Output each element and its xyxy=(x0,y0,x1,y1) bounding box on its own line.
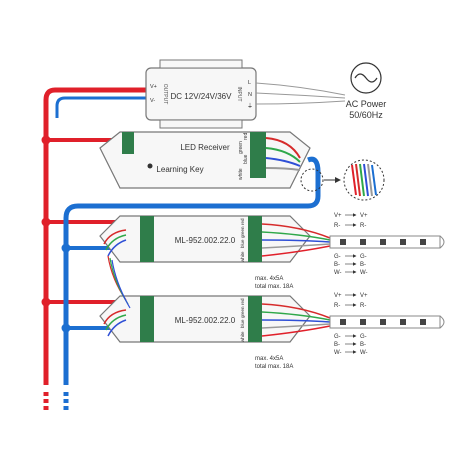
ac-power-source: AC Power 50/60Hz xyxy=(346,62,387,120)
ps-pin-n: N xyxy=(248,92,252,98)
controller-1: ML-952.002.22.0 white blue green red max… xyxy=(99,215,331,290)
cable-detail xyxy=(300,159,385,201)
ac-input-cable xyxy=(255,82,346,105)
receiver-terminal-label: green xyxy=(238,141,244,154)
output-label: W- xyxy=(360,270,368,276)
output-label: V+ xyxy=(334,213,342,219)
ps-input-label: INPUT xyxy=(236,87,242,102)
controller-spec2: total max. 18A xyxy=(255,284,293,290)
receiver-title: LED Receiver xyxy=(180,143,230,152)
output-label: B- xyxy=(360,342,366,348)
ps-pin-l: L xyxy=(248,80,251,86)
output-label: G- xyxy=(334,334,341,340)
power-supply: DC 12V/24V/36V V+ V- OUTPUT INPUT L N ⏚ xyxy=(145,59,257,129)
controller-terminal-label: blue xyxy=(240,239,245,248)
output-label: W- xyxy=(334,350,342,356)
controller-terminal-label: blue xyxy=(240,319,245,328)
controller-terminal-label: green xyxy=(240,306,245,318)
output-label: R- xyxy=(360,303,366,309)
output-label: G- xyxy=(360,334,367,340)
output-label: R- xyxy=(334,303,340,309)
controller-terminal-label: green xyxy=(240,226,245,238)
output-label: V+ xyxy=(360,213,368,219)
controller-terminal-label: white xyxy=(240,251,245,262)
controller-spec1: max. 4x5A xyxy=(255,276,283,282)
ac-power-line2: 50/60Hz xyxy=(349,110,383,120)
output-label: V+ xyxy=(360,293,368,299)
controller-terminal-label: red xyxy=(240,218,245,225)
output-labels-2: V+ V+ R- R- G- G- B- B- W- W- xyxy=(334,293,368,356)
output-label: B- xyxy=(360,262,366,268)
controller-terminal-label: white xyxy=(240,331,245,342)
output-label: G- xyxy=(360,254,367,260)
ps-pin-plus: V+ xyxy=(150,84,157,90)
ps-pin-minus: V- xyxy=(150,98,155,104)
output-label: R- xyxy=(334,223,340,229)
power-supply-label: DC 12V/24V/36V xyxy=(171,92,233,101)
led-strip-1 xyxy=(329,235,445,249)
receiver-terminal-label: red xyxy=(243,133,249,140)
output-label: V+ xyxy=(334,293,342,299)
output-label: W- xyxy=(334,270,342,276)
ps-output-label: OUTPUT xyxy=(162,84,168,105)
controller-spec2: total max. 18A xyxy=(255,364,293,370)
daisy-chain-wires xyxy=(107,255,131,309)
ac-power-line1: AC Power xyxy=(346,99,387,109)
controller-model: ML-952.002.22.0 xyxy=(175,316,236,325)
receiver-terminal-label: blue xyxy=(243,154,249,164)
controller-spec1: max. 4x5A xyxy=(255,356,283,362)
output-label: R- xyxy=(360,223,366,229)
led-receiver: LED Receiver Learning Key white blue gre… xyxy=(99,131,311,189)
positive-bus-wire xyxy=(41,87,148,410)
receiver-terminal-label: white xyxy=(238,168,244,180)
output-label: B- xyxy=(334,342,340,348)
output-labels-1: V+ V+ R- R- G- G- B- B- W- W- xyxy=(334,213,368,276)
controller-model: ML-952.002.22.0 xyxy=(175,236,236,245)
led-strip-2 xyxy=(329,315,445,329)
output-label: B- xyxy=(334,262,340,268)
receiver-learning-key: Learning Key xyxy=(156,165,203,174)
controller-2: ML-952.002.22.0 white blue green red max… xyxy=(99,295,331,370)
output-label: W- xyxy=(360,350,368,356)
output-label: G- xyxy=(334,254,341,260)
controller-terminal-label: red xyxy=(240,298,245,305)
learning-key-button[interactable] xyxy=(147,163,153,169)
ps-pin-pe: ⏚ xyxy=(247,103,253,110)
